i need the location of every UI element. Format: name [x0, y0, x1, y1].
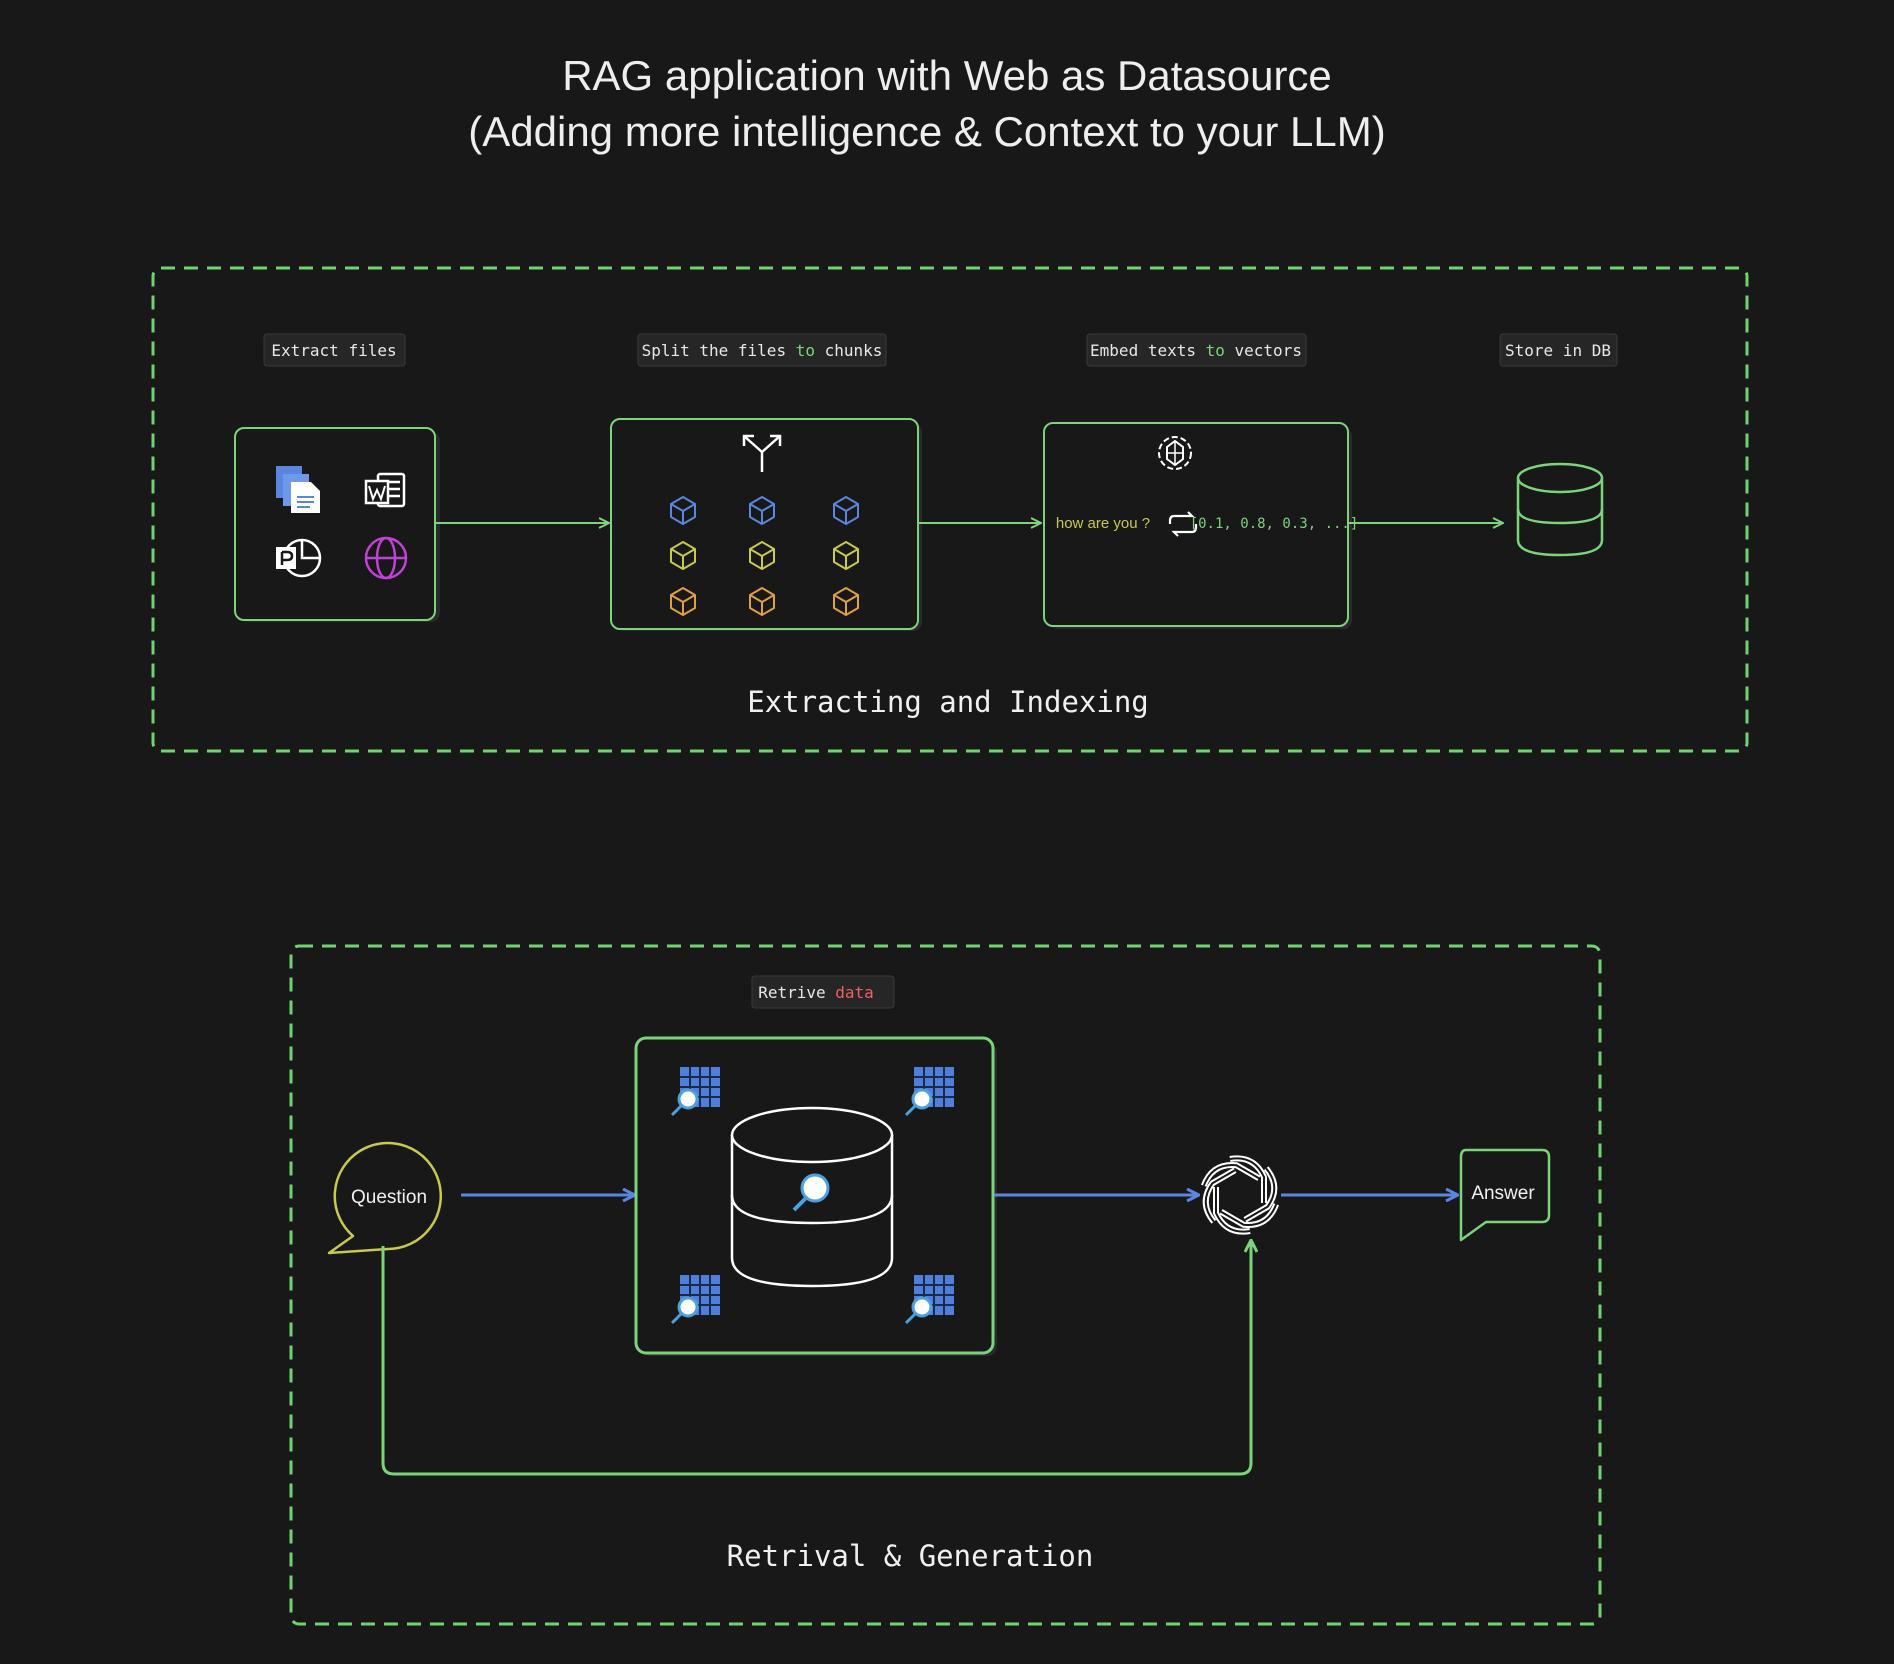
chip-retrive-data-label: Retrive data	[758, 983, 874, 1002]
chip-split-files: Split the files to chunks	[637, 333, 887, 367]
question-label: Question	[351, 1187, 427, 1208]
answer-label: Answer	[1471, 1183, 1535, 1204]
chip-extract-files-label: Extract files	[271, 341, 396, 360]
embed-output-vector: [0.1, 0.8, 0.3, ...]	[1190, 516, 1359, 532]
chip-split-files-label: Split the files to chunks	[642, 341, 883, 360]
word-doc-icon	[364, 472, 406, 508]
embed-input-text: how are you ?	[1056, 515, 1150, 532]
arrow-question-to-llm	[381, 1240, 1251, 1476]
retrieval-section-frame	[289, 944, 1602, 1626]
chip-embed-texts: Embed texts to vectors	[1086, 333, 1307, 367]
convert-icon	[1168, 511, 1198, 537]
indexing-section-label: Extracting and Indexing	[747, 685, 1149, 719]
chip-store-in-db: Store in DB	[1499, 333, 1618, 367]
indexing-section-frame	[151, 266, 1749, 753]
files-box	[234, 427, 440, 622]
globe-icon	[364, 536, 408, 580]
search-database-icon	[730, 1106, 894, 1288]
documents-icon	[276, 466, 320, 513]
embedding-model-icon	[1158, 436, 1192, 470]
question-bubble: Question	[327, 1141, 443, 1255]
split-icon	[742, 434, 782, 472]
title-line-2: (Adding more intelligence & Context to y…	[468, 108, 1385, 155]
chip-extract-files: Extract files	[263, 333, 406, 367]
retrieval-section-label: Retrival & Generation	[727, 1539, 1094, 1573]
chip-retrive-data: Retrive data	[751, 975, 895, 1009]
openai-llm-icon	[1201, 1155, 1279, 1235]
chip-store-in-db-label: Store in DB	[1505, 341, 1611, 360]
chunks-box	[610, 418, 922, 631]
embed-box: how are you ? [0.1, 0.8, 0.3, ...]	[1043, 422, 1359, 629]
title-line-1: RAG application with Web as Datasource	[562, 52, 1332, 99]
powerpoint-icon	[276, 538, 322, 578]
answer-bubble: Answer	[1459, 1148, 1551, 1242]
vector-db-icon	[1516, 462, 1604, 557]
chip-embed-texts-label: Embed texts to vectors	[1090, 341, 1302, 360]
retrieval-box	[634, 1036, 997, 1356]
